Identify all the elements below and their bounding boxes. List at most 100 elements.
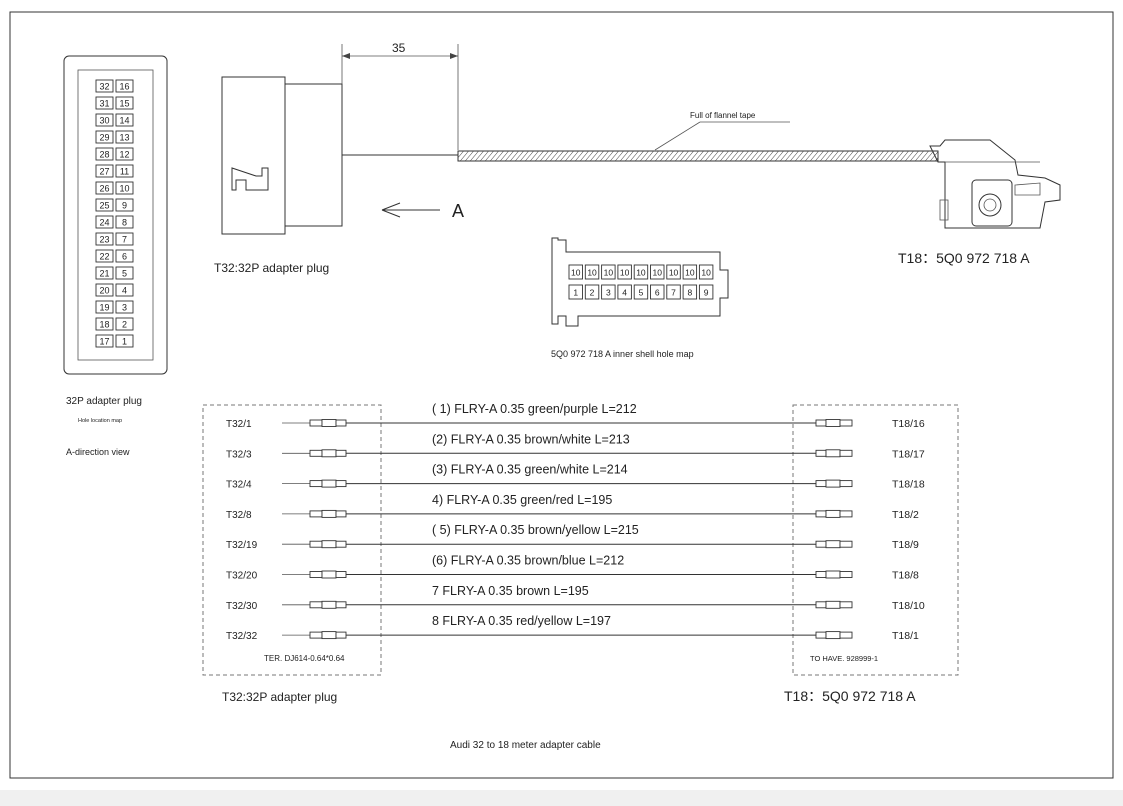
tape-label: Full of flannel tape: [690, 111, 756, 120]
pin-number: 2: [122, 320, 127, 330]
pin-hole: 1: [115, 334, 134, 348]
to-pin: T18/18: [892, 479, 925, 491]
hole-number: 10: [669, 268, 679, 278]
wire-row: T32/3 (2) FLRY-A 0.35 brown/white L=213T1…: [226, 432, 925, 460]
right-block-caption: T18：5Q0 972 718 A: [784, 688, 916, 704]
wire-spec: (2) FLRY-A 0.35 brown/white L=213: [432, 432, 630, 446]
hole-number: 10: [701, 268, 711, 278]
hole-number: 10: [571, 268, 581, 278]
crimp-terminal: [282, 479, 347, 488]
hole-number: 10: [653, 268, 663, 278]
pin-number: 1: [122, 337, 127, 347]
pin-number: 21: [99, 269, 109, 279]
shell-hole: 8: [682, 284, 698, 300]
from-pin: T32/20: [226, 571, 258, 582]
from-pin: T32/32: [226, 631, 258, 642]
dimension-label: 35: [392, 41, 406, 55]
pin-number: 6: [122, 252, 127, 262]
crimp-terminal: [815, 419, 853, 427]
pin-number: 24: [99, 218, 109, 228]
hole-number: 3: [606, 288, 611, 298]
pin-number: 15: [119, 99, 129, 109]
wire-spec: 4) FLRY-A 0.35 green/red L=195: [432, 493, 612, 507]
from-pin: T32/8: [226, 510, 252, 521]
pin-number: 26: [99, 184, 109, 194]
pin-number: 19: [99, 303, 109, 313]
pin-number: 25: [99, 201, 109, 211]
pin-hole: 25: [95, 198, 114, 212]
pin-number: 30: [99, 116, 109, 126]
from-pin: T32/1: [226, 419, 252, 430]
t18-connector-block: [792, 404, 959, 676]
shell-hole: 10: [568, 264, 583, 280]
pin-number: 14: [119, 116, 129, 126]
crimp-terminal: [282, 600, 347, 609]
from-pin: T32/19: [226, 540, 258, 551]
pin-number: 20: [99, 286, 109, 296]
pin-hole: 28: [95, 147, 114, 161]
shell-hole: 6: [650, 284, 665, 300]
shell-hole: 10: [584, 264, 600, 280]
shell-hole: 10: [666, 264, 681, 280]
panel-caption: 32P adapter plug: [66, 396, 142, 407]
hole-number: 2: [590, 288, 595, 298]
shell-hole: 10: [633, 264, 649, 280]
shell-hole: 2: [584, 284, 600, 300]
hole-number: 10: [685, 268, 695, 278]
terminal-left: TER. DJ614-0.64*0.64: [264, 654, 345, 663]
pin-hole: 19: [95, 300, 114, 314]
pin-hole: 17: [95, 334, 114, 348]
hole-number: 10: [604, 268, 614, 278]
pin-number: 3: [122, 303, 127, 313]
shell-hole: 5: [633, 284, 649, 300]
inner-shell-caption: 5Q0 972 718 A inner shell hole map: [551, 349, 694, 359]
pin-hole: 16: [115, 79, 134, 93]
hole-number: 4: [622, 288, 627, 298]
hole-number: 7: [671, 288, 676, 298]
from-pin: T32/3: [226, 449, 252, 460]
to-pin: T18/16: [892, 418, 925, 430]
pin-number: 8: [122, 218, 127, 228]
crimp-terminal: [815, 449, 853, 458]
wire-spec: (6) FLRY-A 0.35 brown/blue L=212: [432, 554, 624, 568]
pin-number: 31: [99, 99, 109, 109]
to-pin: T18/17: [892, 448, 925, 460]
pin-hole: 12: [115, 147, 134, 161]
crimp-terminal: [815, 509, 853, 518]
hole-number: 8: [687, 288, 692, 298]
crimp-terminal: [282, 631, 347, 640]
view-arrow: [381, 202, 440, 218]
pin-number: 9: [122, 201, 127, 211]
pin-hole: 7: [115, 232, 134, 246]
dimension-35: [341, 44, 459, 150]
left-plug-caption: T32:32P adapter plug: [214, 261, 329, 275]
pin-number: 18: [99, 320, 109, 330]
wire-row: T32/1( 1) FLRY-A 0.35 green/purple L=212…: [226, 402, 925, 430]
pin-hole: 9: [115, 198, 134, 212]
pin-hole: 31: [95, 96, 114, 110]
wire-spec: 8 FLRY-A 0.35 red/yellow L=197: [432, 614, 611, 628]
pin-hole: 11: [115, 164, 134, 178]
crimp-terminal: [282, 509, 347, 518]
pin-hole: 14: [115, 113, 134, 127]
pin-hole: 13: [115, 130, 134, 144]
pin-number: 4: [122, 286, 127, 296]
shell-hole: 9: [698, 284, 714, 300]
hole-number: 10: [587, 268, 597, 278]
pin-hole: 21: [95, 266, 114, 280]
latch-icon: [231, 167, 269, 191]
crimp-terminal: [282, 419, 347, 427]
right-plug-caption: T18：5Q0 972 718 A: [898, 250, 1030, 266]
shell-hole: 7: [666, 284, 681, 300]
view-arrow-label: A: [452, 201, 464, 221]
pin-number: 10: [119, 184, 129, 194]
pin-hole: 22: [95, 249, 114, 263]
shell-hole: 3: [601, 284, 616, 300]
pin-number: 32: [99, 82, 109, 92]
hole-number: 6: [655, 288, 660, 298]
pin-number: 28: [99, 150, 109, 160]
